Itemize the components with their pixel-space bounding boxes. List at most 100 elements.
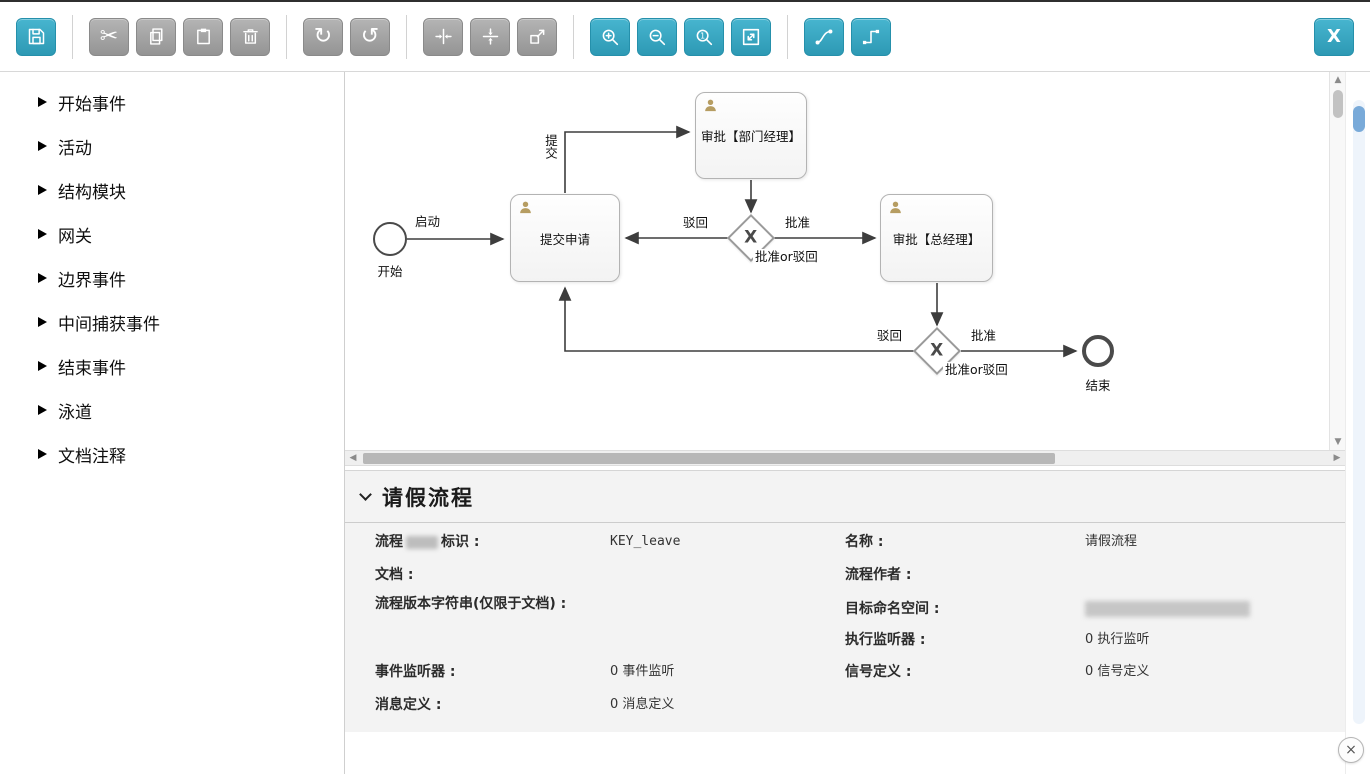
property-label: 目标命名空间 : [845,601,940,617]
diagram-canvas[interactable]: 开始 提交申请 审批【部门经理】 [345,72,1345,450]
sidebar-item-label: 泳道 [58,402,92,423]
zoom-in-icon [602,29,619,45]
cut-button[interactable]: ✂ [89,17,129,56]
canvas-vertical-scrollbar[interactable]: ▲ ▼ [1329,72,1345,450]
close-editor-button[interactable]: X [1314,17,1354,56]
align-horizontal-button[interactable] [423,17,463,56]
bendpoint-remove-button[interactable] [851,17,891,56]
copy-icon [149,28,162,45]
vertical-scroll-thumb[interactable] [1333,90,1343,118]
copy-button[interactable] [136,17,176,56]
bendpoint-add-icon [815,28,833,45]
chevron-right-icon [38,449,47,459]
flow-label-reject-2: 驳回 [875,328,905,343]
paste-button[interactable] [183,17,223,56]
redacted-text [406,535,438,549]
property-value-event-listeners[interactable]: 0 事件监听 [610,664,675,679]
property-value-name[interactable]: 请假流程 [1085,534,1138,549]
task-label: 审批【部门经理】 [700,129,801,144]
scroll-up-icon[interactable]: ▲ [1334,75,1342,85]
scissors-icon: ✂ [99,23,119,49]
property-value-process-id[interactable]: KEY_leave [610,534,681,549]
undo-icon: ↺ [360,23,380,49]
property-value-execution-listeners[interactable]: 0 执行监听 [1085,632,1150,647]
page-scrollbar-track[interactable] [1353,100,1365,724]
sidebar-item-activities[interactable]: 活动 [0,124,344,168]
sidebar-item-structural[interactable]: 结构模块 [0,168,344,212]
chevron-right-icon [38,97,47,107]
chevron-right-icon [38,141,47,151]
zoom-fit-button[interactable] [731,17,771,56]
task-approve-general-manager[interactable]: 审批【总经理】 [880,194,993,282]
flow-gateway2-reject[interactable] [558,286,914,352]
task-submit-application[interactable]: 提交申请 [510,194,620,282]
sidebar-item-boundary-events[interactable]: 边界事件 [0,256,344,300]
sidebar-item-label: 结构模块 [58,182,126,203]
scroll-left-icon[interactable]: ◀ [349,453,357,463]
scroll-down-icon[interactable]: ▼ [1334,437,1342,447]
properties-header[interactable]: 请假流程 [345,471,1345,523]
scroll-right-icon[interactable]: ▶ [1333,453,1341,463]
gateway-x-symbol: X [744,227,758,248]
start-event-label: 开始 [377,264,403,279]
sidebar-item-gateways[interactable]: 网关 [0,212,344,256]
zoom-out-button[interactable] [637,17,677,56]
redo-icon: ↻ [313,23,333,49]
sidebar-item-end-events[interactable]: 结束事件 [0,344,344,388]
save-button[interactable] [16,17,56,56]
toolbar-separator [573,14,574,59]
end-event-label: 结束 [1085,378,1111,393]
process-title: 请假流程 [382,484,474,510]
task-label: 审批【总经理】 [892,231,981,247]
sidebar-item-label: 文档注释 [58,446,126,467]
same-size-button[interactable] [517,17,557,56]
sidebar-item-intermediate-catching-events[interactable]: 中间捕获事件 [0,300,344,344]
property-value-message-definitions[interactable]: 0 消息定义 [610,697,675,712]
flow-label-submit-vertical: 提交 [543,132,558,161]
bendpoint-add-button[interactable] [804,17,844,56]
property-row-process-id: 流程标识 : KEY_leave [375,533,680,551]
delete-button[interactable] [230,17,270,56]
close-page-button[interactable]: × [1338,737,1364,763]
canvas-horizontal-scrollbar[interactable]: ◀ ▶ [345,450,1345,466]
zoom-fit-icon [742,28,760,45]
editor-body: 开始事件 活动 结构模块 网关 边界事件 中间捕获事件 [0,72,1370,774]
chevron-right-icon [38,229,47,239]
flow-label-reject-1: 驳回 [681,215,711,230]
page-scrollbar-thumb[interactable] [1353,106,1365,132]
align-vertical-button[interactable] [470,17,510,56]
start-event-node[interactable] [373,222,407,256]
end-event-node[interactable] [1082,335,1114,367]
property-label: 流程作者 : [845,567,912,583]
property-row-message-definitions: 消息定义 : 0 消息定义 [375,696,674,714]
redo-button[interactable]: ↻ [303,17,343,56]
align-vertical-icon [482,28,498,45]
task-approve-dept-manager[interactable]: 审批【部门经理】 [695,92,807,179]
horizontal-scroll-thumb[interactable] [363,453,1055,464]
property-label: 信号定义 : [845,664,912,680]
property-label: 执行监听器 : [845,632,926,648]
sidebar-item-annotation[interactable]: 文档注释 [0,432,344,476]
sidebar-item-label: 开始事件 [58,94,126,115]
undo-button[interactable]: ↺ [350,17,390,56]
toolbar: ✂ ↻ ↺ [0,2,1370,72]
property-label: 流程版本字符串(仅限于文档) : [375,596,567,612]
zoom-in-button[interactable] [590,17,630,56]
property-label: 流程标识 : [375,534,480,550]
sidebar-item-swimlanes[interactable]: 泳道 [0,388,344,432]
sidebar-item-label: 中间捕获事件 [58,314,160,335]
property-row-signal-definitions: 信号定义 : 0 信号定义 [845,663,1149,681]
sidebar-item-start-events[interactable]: 开始事件 [0,80,344,124]
property-label: 消息定义 : [375,697,442,713]
zoom-actual-button[interactable]: 1 [684,17,724,56]
properties-body: 流程标识 : KEY_leave 文档 : 流程版本字符串(仅限于文档) : [345,523,1345,728]
flow-submit-to-dept[interactable] [564,125,691,193]
properties-column-left: 流程标识 : KEY_leave 文档 : 流程版本字符串(仅限于文档) : [375,523,845,728]
redacted-value [1085,601,1250,617]
chevron-down-icon[interactable] [359,487,372,501]
property-value-signal-definitions[interactable]: 0 信号定义 [1085,664,1150,679]
toolbar-separator [286,14,287,59]
user-task-icon [705,99,716,112]
user-task-icon [890,201,901,214]
